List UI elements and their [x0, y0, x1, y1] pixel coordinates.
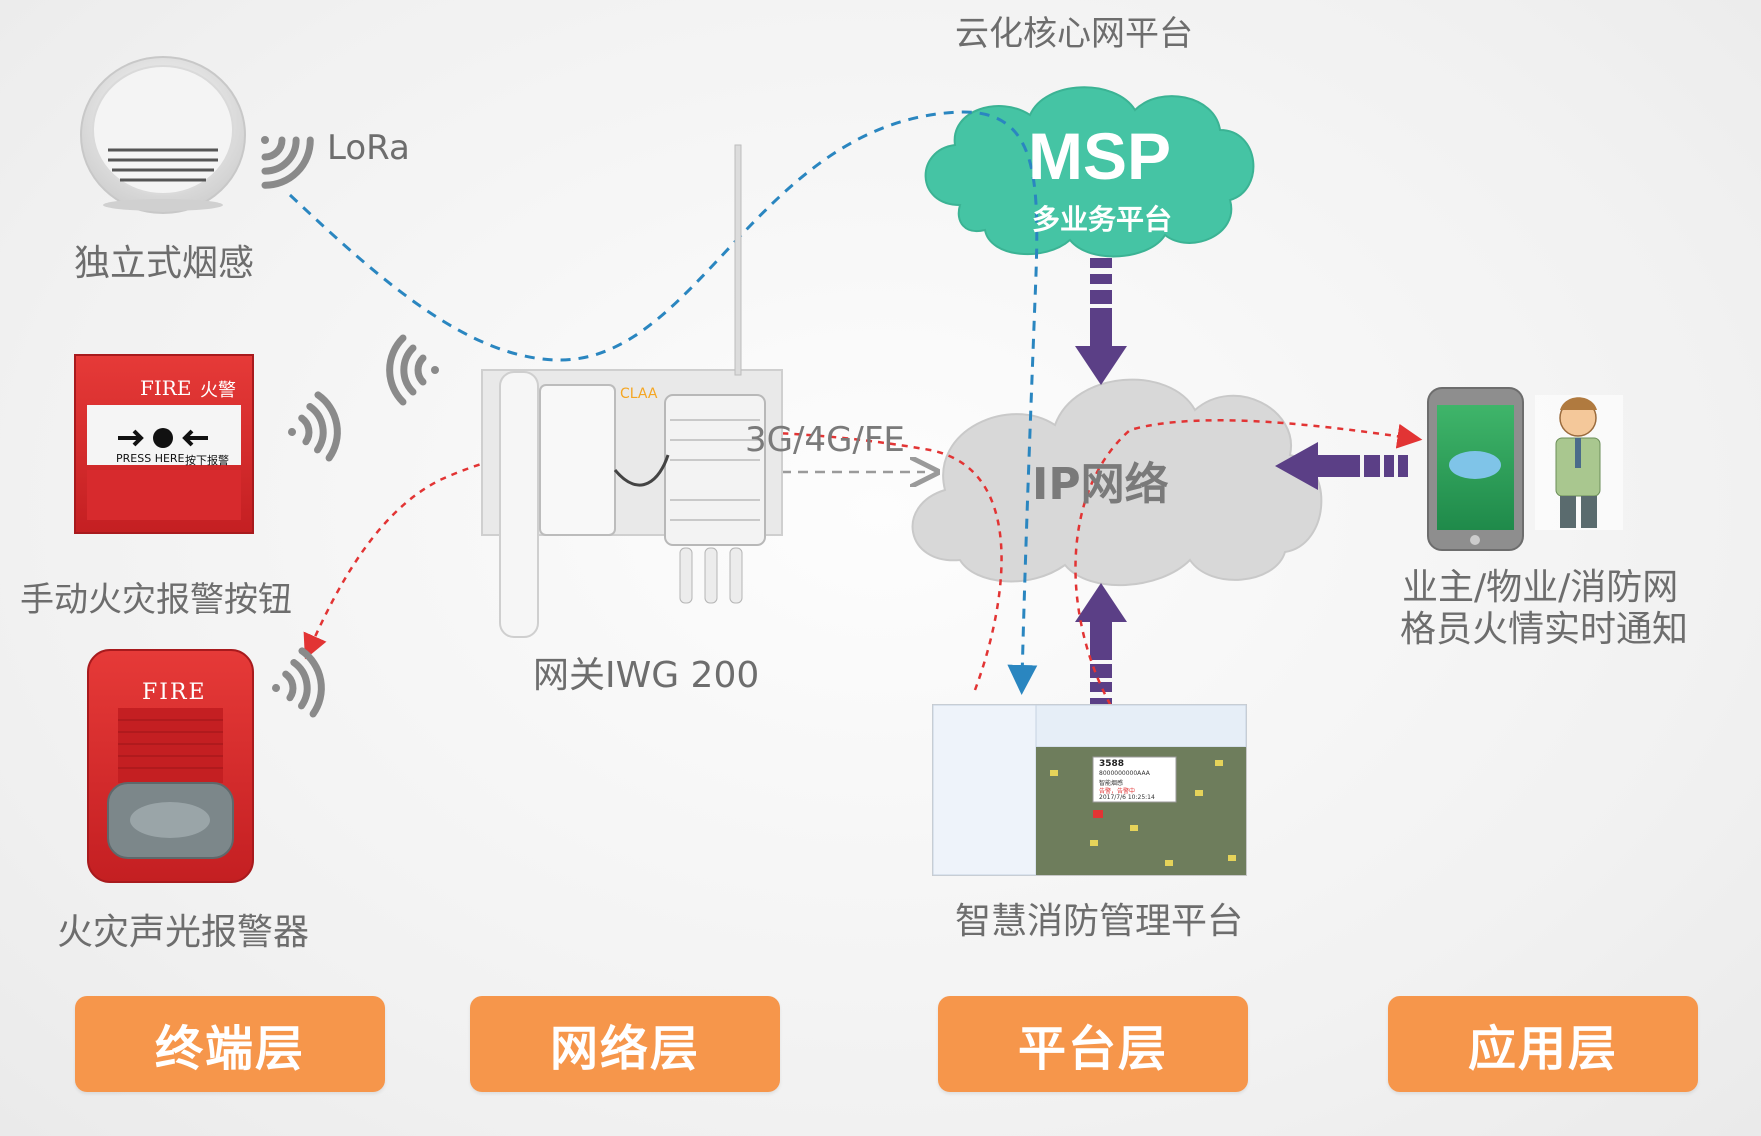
cloud-core-title: 云化核心网平台 [955, 14, 1193, 54]
platform-screenshot-image [932, 704, 1247, 876]
platform-to-ip-arrow [1075, 583, 1127, 708]
fire-cn-label: 火警 [200, 380, 236, 401]
fire-label-alarm: FIRE [142, 680, 207, 705]
blue-data-path [288, 110, 1039, 695]
lora-label: LoRa [327, 128, 410, 168]
ip-network-cloud [911, 378, 1323, 587]
sound-light-alarm-image [87, 649, 254, 883]
red-notify-path [1074, 419, 1423, 736]
sound-light-alarm-label: 火灾声光报警器 [57, 912, 310, 953]
popup-time: 2017/7/6 10:25:14 [1099, 794, 1155, 801]
notification-line1: 业主/物业/消防网 [1402, 567, 1679, 608]
gateway-image [481, 144, 783, 638]
wifi-signal-icon [272, 647, 325, 718]
manual-alarm-button-image [74, 354, 254, 534]
person-image [1535, 395, 1623, 530]
link-label: 3G/4G/FE [745, 420, 905, 460]
popup-line3: 告警，告警中 [1099, 788, 1136, 795]
msp-subtitle: 多业务平台 [1032, 203, 1173, 236]
smoke-detector-image [80, 56, 246, 214]
layer-application: 应用层 [1388, 996, 1698, 1092]
notification-line2: 格员火情实时通知 [1400, 609, 1689, 650]
wifi-signal-icon [261, 136, 314, 189]
platform-label: 智慧消防管理平台 [955, 901, 1244, 942]
popup-id: 3588 [1099, 759, 1125, 769]
gateway-brand: CLAA [620, 386, 658, 402]
wifi-signal-icon [386, 334, 439, 406]
layer-terminal: 终端层 [75, 996, 385, 1092]
phone-image [1427, 387, 1524, 551]
fire-label: FIRE [140, 376, 192, 400]
press-cn-label: 按下报警 [185, 454, 229, 467]
layer-network: 网络层 [470, 996, 780, 1092]
msp-to-ip-arrow [1075, 258, 1127, 385]
layer-platform: 平台层 [938, 996, 1248, 1092]
smoke-detector-label: 独立式烟感 [74, 243, 255, 284]
press-here-label: PRESS HERE [116, 452, 185, 465]
manual-alarm-button-label: 手动火灾报警按钮 [20, 580, 292, 620]
ip-network-label: IP网络 [1032, 459, 1169, 510]
gateway-label: 网关IWG 200 [533, 655, 760, 696]
popup-line1: 8000000000AAA [1099, 770, 1150, 777]
msp-title: MSP [1028, 119, 1172, 193]
msp-cloud [924, 86, 1255, 258]
wifi-signal-icon [288, 391, 341, 462]
app-to-ip-arrow [1275, 442, 1408, 490]
popup-line2: 智能烟感 [1099, 780, 1124, 787]
